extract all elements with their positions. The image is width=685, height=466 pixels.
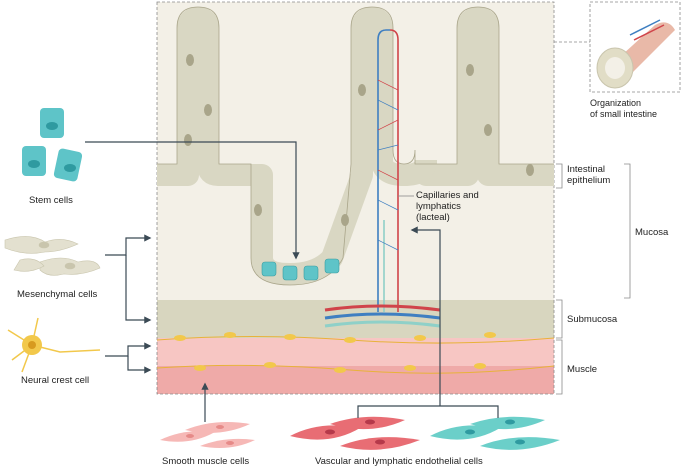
stem-cells-label: Stem cells xyxy=(29,195,73,206)
neural-arrow-upper xyxy=(105,342,152,357)
neural-crest-cell-illustration xyxy=(7,317,101,373)
intestinal-epithelium-label-line1: Intestinal xyxy=(567,164,605,175)
submucosa-label: Submucosa xyxy=(567,314,618,325)
muscle-label: Muscle xyxy=(567,364,597,375)
intestinal-epithelium-label-line2: epithelium xyxy=(567,175,610,186)
mesenchymal-arrow-upper xyxy=(105,234,152,256)
capillaries-label-line2: lymphatics xyxy=(416,201,461,212)
vein-capillary xyxy=(377,29,390,312)
capillaries-label-line3: (lacteal) xyxy=(416,212,450,223)
vascular-endothelial-cells-illustration xyxy=(290,416,420,450)
layer-brackets xyxy=(556,163,631,395)
arrows xyxy=(85,141,499,422)
mesenchymal-arrow-lower xyxy=(125,255,152,324)
muscle-layer-inner xyxy=(157,338,554,366)
stem-cell-arrow xyxy=(85,141,300,260)
stem-cells-illustration xyxy=(22,108,83,182)
endothelial-bracket xyxy=(357,405,499,418)
crypt-stem-cells xyxy=(261,258,340,281)
enteric-ganglia xyxy=(174,332,496,373)
mesenchymal-cells-illustration xyxy=(4,236,101,276)
neural-crest-cell-label: Neural crest cell xyxy=(21,375,89,386)
small-intestine-inset xyxy=(554,1,681,93)
smooth-muscle-cells-illustration xyxy=(160,422,255,448)
smooth-muscle-cells-label: Smooth muscle cells xyxy=(162,456,249,466)
lymphatic-endothelial-cells-illustration xyxy=(430,416,560,450)
capillaries-label-line1: Capillaries and xyxy=(416,190,479,201)
goblet-cells xyxy=(184,54,534,226)
mesenchymal-cells-label: Mesenchymal cells xyxy=(17,289,97,300)
mucosa-label: Mucosa xyxy=(635,227,669,238)
artery-capillary xyxy=(389,29,399,312)
neural-arrow-lower xyxy=(127,356,152,374)
capillaries-lacteal xyxy=(324,29,441,328)
panel-border xyxy=(156,1,555,395)
organization-label-line2: of small intestine xyxy=(590,109,657,119)
endothelial-arrow xyxy=(410,226,441,406)
organization-label-line1: Organization xyxy=(590,98,641,108)
vascular-lymphatic-cells-label: Vascular and lymphatic endothelial cells xyxy=(315,456,483,466)
intestinal-epithelium xyxy=(157,6,554,286)
